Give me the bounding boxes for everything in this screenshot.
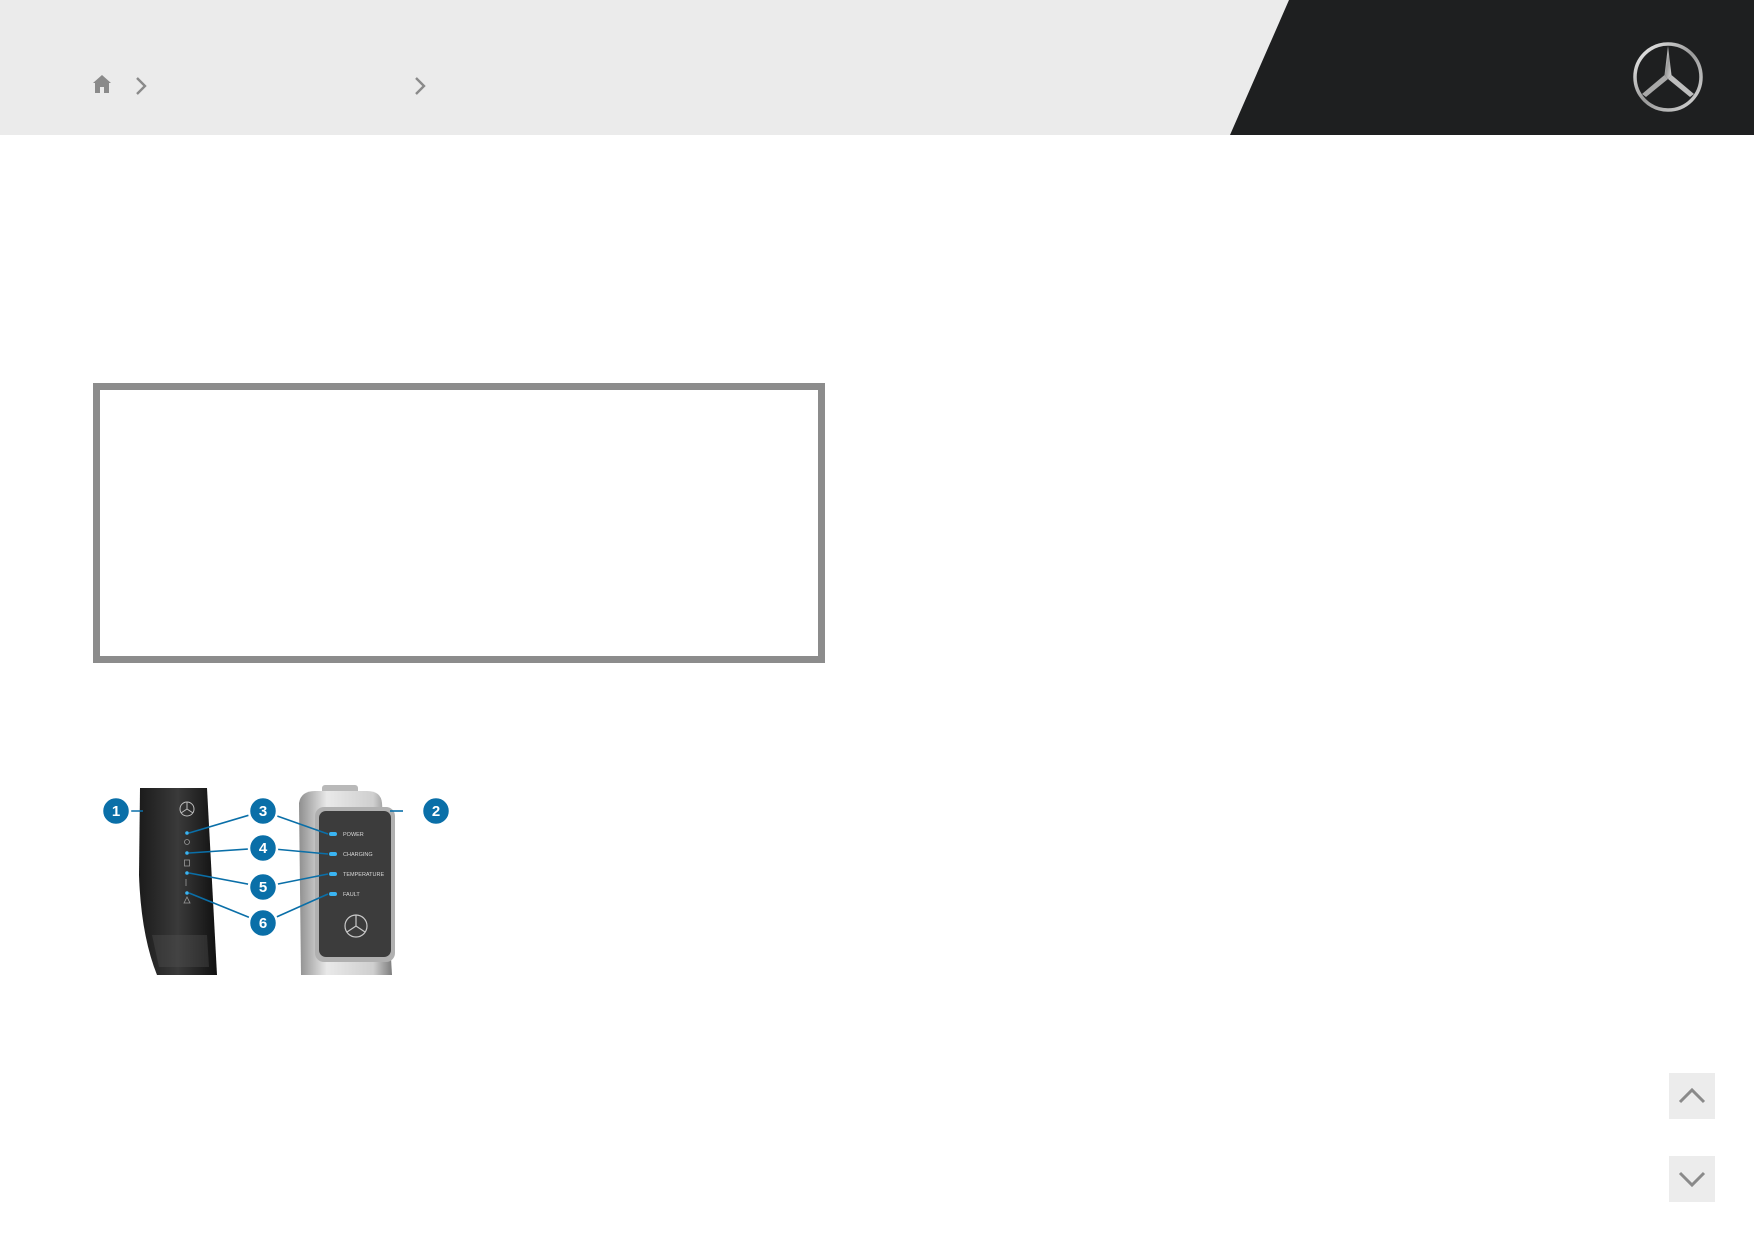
chevron-right-icon: [415, 77, 426, 95]
svg-text:4: 4: [259, 840, 268, 857]
scroll-up-button[interactable]: [1669, 1073, 1715, 1119]
chevron-right-icon: [136, 77, 147, 95]
callout-6: 6: [247, 907, 279, 939]
home-icon[interactable]: [90, 72, 114, 96]
mercedes-star-logo: [1633, 42, 1703, 112]
svg-text:3: 3: [259, 803, 267, 820]
led-label-charging: CHARGING: [343, 852, 373, 858]
control-unit-dark: [139, 788, 217, 975]
led-label-temperature: TEMPERATURE: [343, 872, 384, 878]
chevron-up-icon: [1678, 1087, 1706, 1104]
control-unit-silver: POWER CHARGING TEMPERATURE FAULT: [299, 785, 395, 975]
svg-text:6: 6: [259, 915, 267, 932]
svg-text:2: 2: [432, 803, 440, 820]
led-label-power: POWER: [343, 832, 364, 838]
scroll-down-button[interactable]: [1669, 1156, 1715, 1202]
page-header: [0, 0, 1754, 135]
callout-3: 3: [247, 795, 279, 827]
callout-1: 1: [100, 795, 132, 827]
callout-2: 2: [420, 795, 452, 827]
svg-text:1: 1: [112, 803, 120, 820]
chevron-down-icon: [1678, 1171, 1706, 1188]
callout-4: 4: [247, 832, 279, 864]
svg-text:5: 5: [259, 879, 267, 896]
charging-cable-control-unit-figure: POWER CHARGING TEMPERATURE FAULT 1 2 3 4…: [100, 785, 452, 975]
led-label-fault: FAULT: [343, 892, 360, 898]
notice-box: [93, 383, 825, 663]
callout-5: 5: [247, 871, 279, 903]
breadcrumb-current: [440, 76, 840, 96]
